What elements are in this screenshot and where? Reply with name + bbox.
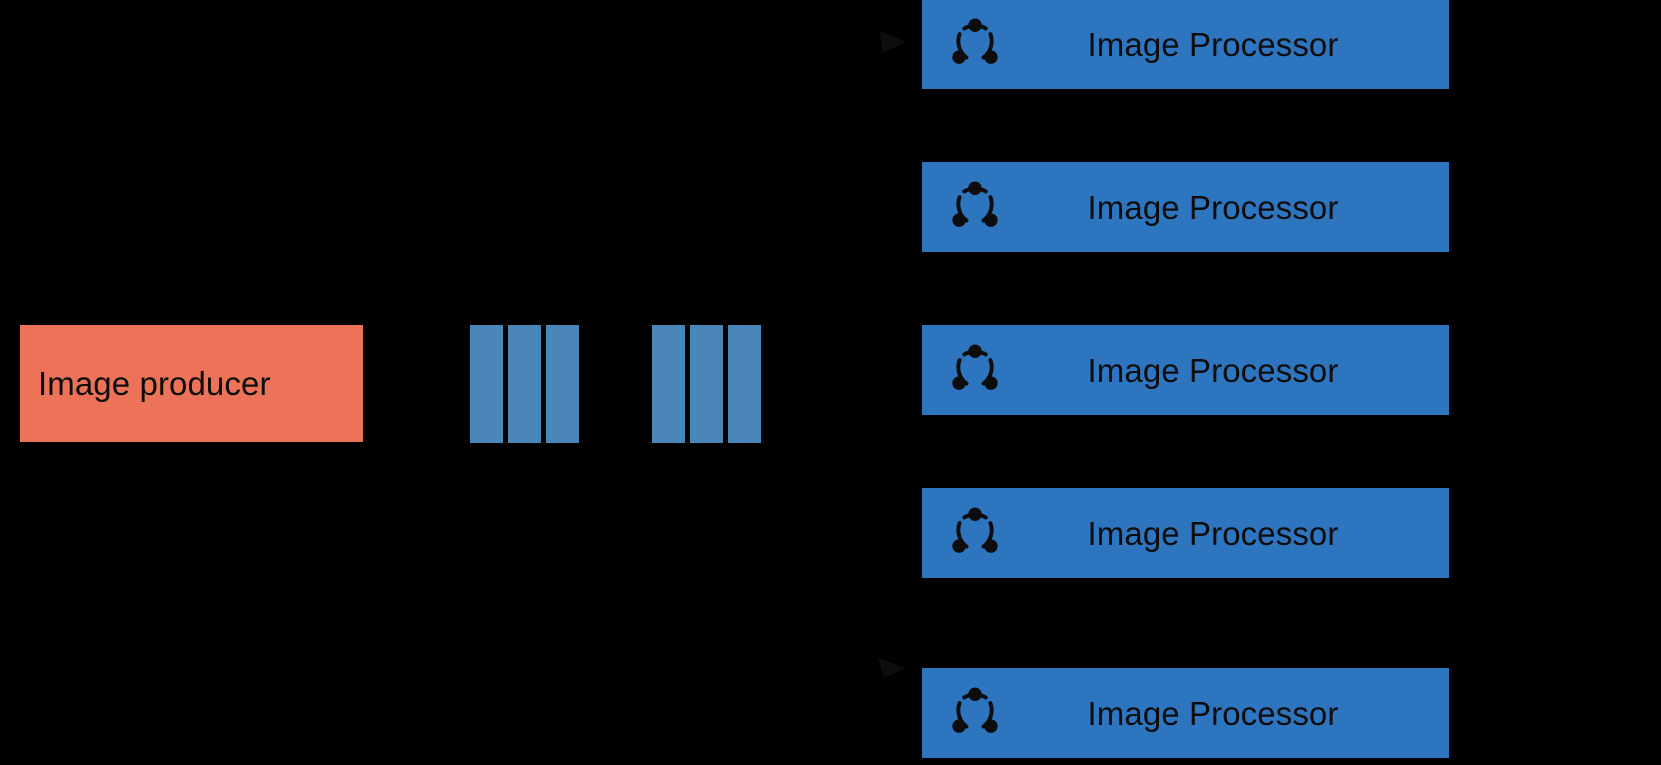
processor-node-2[interactable]: Image Processor (922, 162, 1449, 252)
queue-segment (690, 325, 723, 443)
processor-node-5[interactable]: Image Processor (922, 668, 1449, 758)
queue-segment (546, 325, 579, 443)
processor-node-1[interactable]: Image Processor (922, 0, 1449, 89)
processor-label: Image Processor (1087, 25, 1339, 63)
share-network-icon (952, 344, 998, 390)
arrow-to-processor-1 (880, 31, 906, 57)
queue-segment (508, 325, 541, 443)
share-network-icon (952, 507, 998, 553)
share-network-icon (952, 687, 998, 733)
share-network-icon (952, 181, 998, 227)
processor-label: Image Processor (1087, 188, 1339, 226)
queue-group-1[interactable] (470, 325, 579, 443)
queue-group-2[interactable] (652, 325, 761, 443)
processor-node-4[interactable]: Image Processor (922, 488, 1449, 578)
processor-label: Image Processor (1087, 351, 1339, 389)
queue-segment (728, 325, 761, 443)
processor-label: Image Processor (1087, 694, 1339, 732)
producer-node[interactable]: Image producer (20, 325, 363, 442)
processor-node-3[interactable]: Image Processor (922, 325, 1449, 415)
share-network-icon (952, 18, 998, 64)
queue-segment (652, 325, 685, 443)
producer-label: Image producer (38, 365, 271, 402)
processor-label: Image Processor (1087, 514, 1339, 552)
queue-segment (470, 325, 503, 443)
arrowhead-icon (880, 31, 906, 53)
arrow-to-processor-5 (878, 652, 906, 678)
arrowhead-icon (878, 658, 906, 678)
